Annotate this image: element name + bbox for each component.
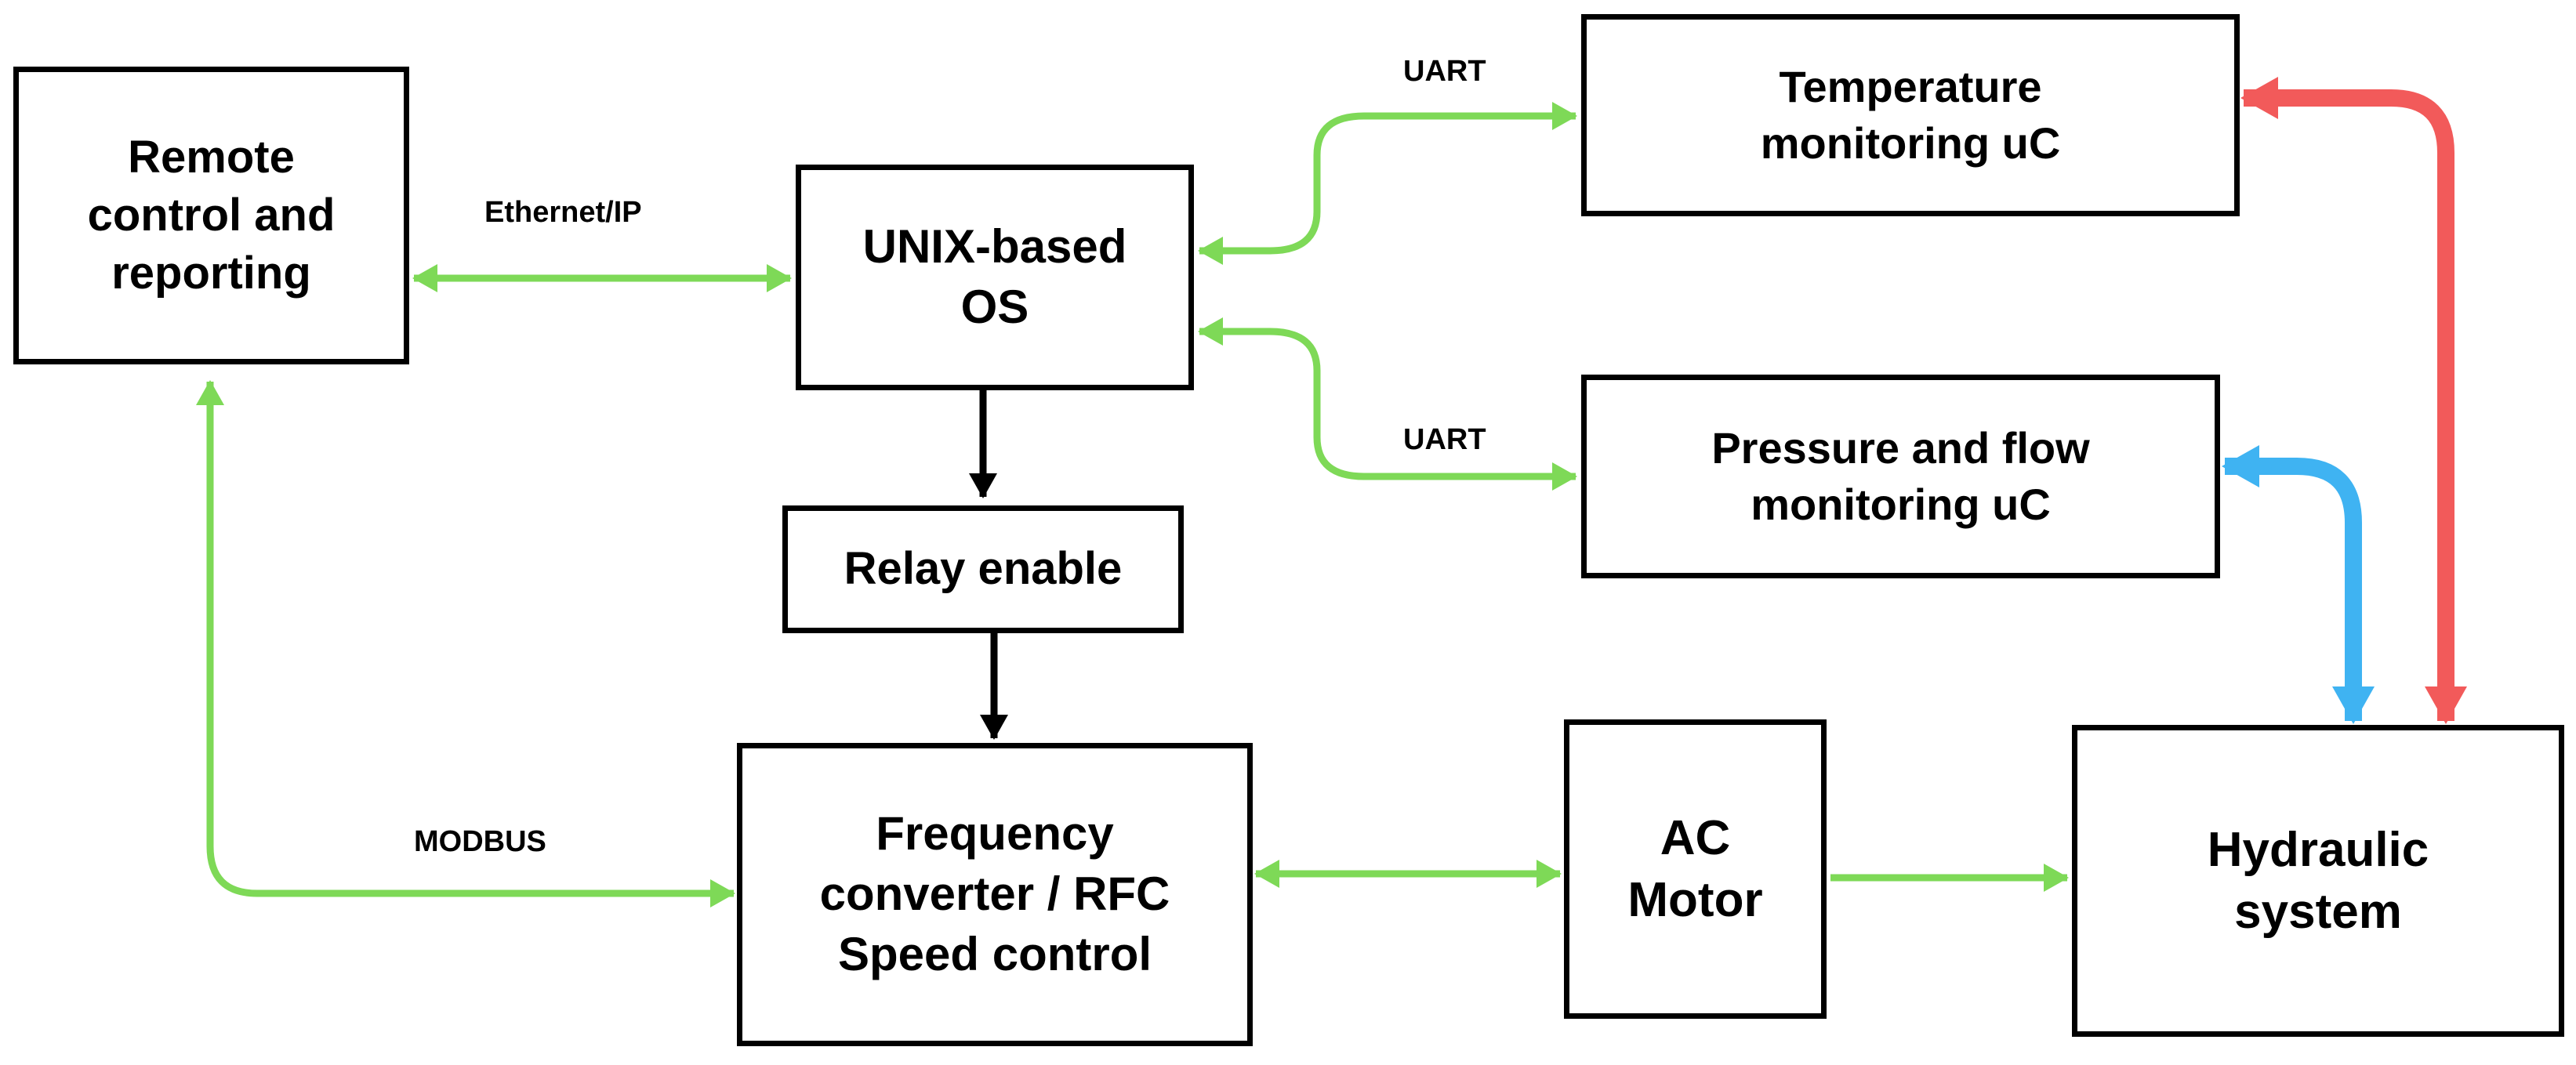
frequency-converter-block: Frequency converter / RFC Speed control (737, 743, 1253, 1046)
remote-control-label: Remote control and reporting (87, 131, 336, 299)
uart-top-label: UART (1403, 55, 1486, 88)
modbus-label: MODBUS (414, 825, 546, 858)
unix-os-block: UNIX-based OS (796, 165, 1194, 390)
pressure-hydraulic-connector (2222, 445, 2375, 724)
temperature-hydraulic-connector (2240, 77, 2467, 724)
hydraulic-system-block: Hydraulic system (2072, 725, 2564, 1037)
uart-temperature-connector (1198, 102, 1577, 265)
uart-pressure-connector (1198, 317, 1577, 491)
ethernet-ip-label: Ethernet/IP (484, 196, 642, 229)
ac-motor-block: AC Motor (1564, 719, 1827, 1019)
ac-motor-label: AC Motor (1627, 810, 1763, 927)
unix-os-label: UNIX-based OS (862, 220, 1127, 333)
temperature-monitoring-label: Temperature monitoring uC (1760, 62, 2061, 168)
relay-enable-block: Relay enable (782, 505, 1184, 633)
modbus-connector (196, 380, 735, 907)
hydraulic-system-label: Hydraulic system (2207, 822, 2429, 939)
pressure-monitoring-label: Pressure and flow monitoring uC (1711, 423, 2090, 529)
frequency-converter-label: Frequency converter / RFC Speed control (819, 807, 1170, 980)
relay-enable-label: Relay enable (844, 543, 1123, 595)
pressure-monitoring-block: Pressure and flow monitoring uC (1581, 375, 2220, 578)
remote-control-block: Remote control and reporting (13, 67, 409, 364)
uart-bottom-label: UART (1403, 423, 1486, 456)
temperature-monitoring-block: Temperature monitoring uC (1581, 14, 2240, 216)
